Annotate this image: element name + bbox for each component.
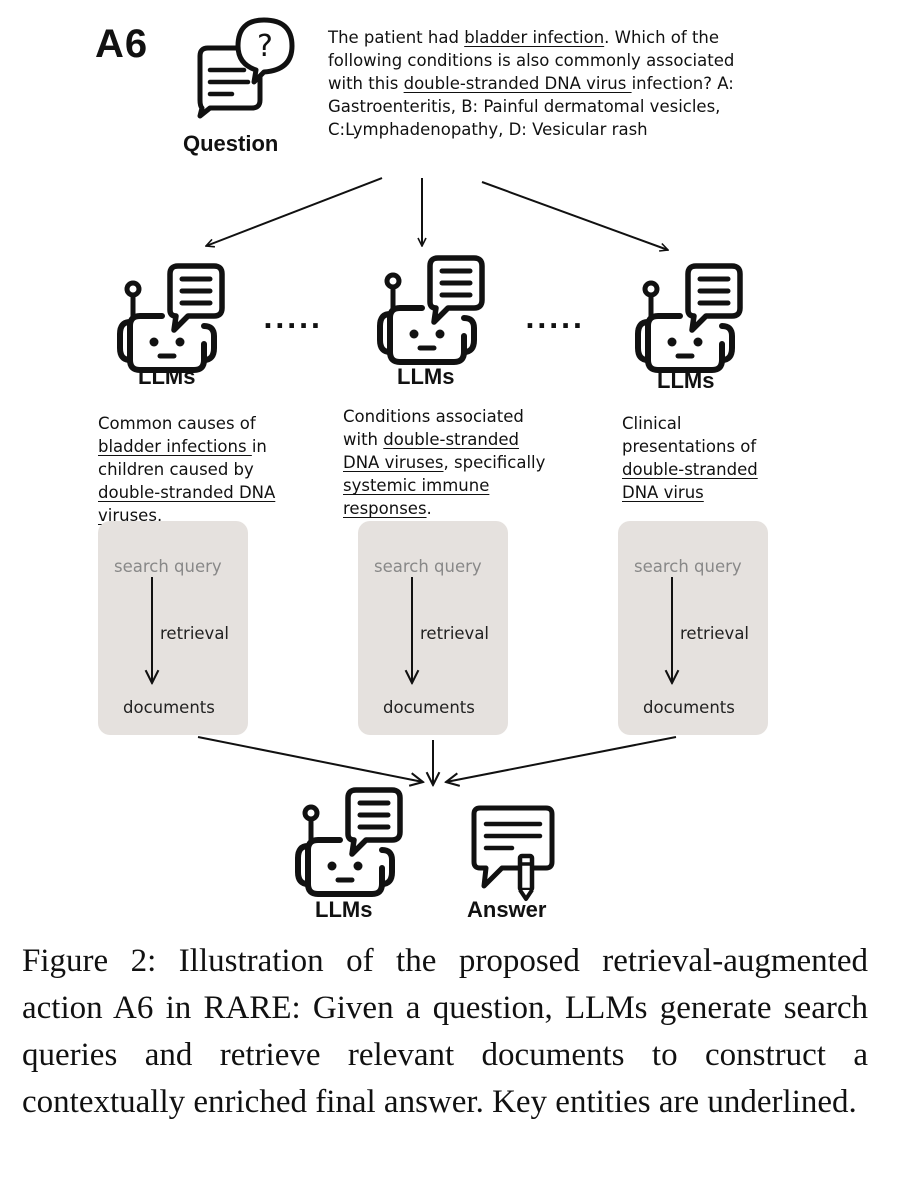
text-segment: . Which of the following conditions is a…	[328, 28, 735, 93]
final-llm-robot-icon	[296, 788, 404, 898]
search-query-label-2: search query	[374, 557, 482, 576]
llm-label-3: LLMs	[657, 368, 715, 393]
text-segment: .	[426, 499, 432, 518]
text-segment: .	[156, 506, 163, 525]
key-entity-underlined: double-stranded DNA viruses	[98, 483, 276, 525]
key-entity-underlined: bladder infections	[98, 437, 252, 456]
question-text: The patient had bladder infection. Which…	[328, 26, 748, 141]
question-label: Question	[183, 131, 279, 156]
llm-label-1: LLMs	[138, 364, 196, 389]
subquery-text-1: Common causes of bladder infections in c…	[98, 412, 313, 527]
key-entity-underlined: bladder infection	[464, 28, 605, 47]
documents-label-2: documents	[383, 698, 475, 717]
retrieval-label-1: retrieval	[160, 624, 230, 643]
key-entity-underlined: double-stranded DNA viruses	[343, 430, 519, 472]
figure-caption: Figure 2: Illustration of the proposed r…	[22, 943, 868, 1120]
question-chat-icon: ?	[197, 17, 295, 119]
answer-label: Answer	[467, 897, 547, 922]
text-segment: The patient had	[328, 28, 465, 47]
retrieval-arrows	[0, 577, 908, 800]
separator-dots-1: .....	[263, 305, 323, 335]
subquery-text-2: Conditions associated with double-strand…	[343, 405, 558, 520]
retrieval-box-2	[358, 521, 508, 735]
key-entity-underlined: double-stranded DNA virus	[622, 460, 758, 502]
retrieval-box-3	[618, 521, 768, 735]
key-entity-underlined: systemic immune responses	[343, 476, 490, 518]
documents-label-1: documents	[123, 698, 215, 717]
llm-label-2: LLMs	[397, 364, 455, 389]
final-llm-label: LLMs	[315, 897, 373, 922]
question-to-agents-arrows	[0, 177, 908, 300]
text-segment: infection? A: Gastroenteritis, B: Painfu…	[328, 74, 734, 139]
retrieval-label-2: retrieval	[420, 624, 490, 643]
svg-text:?: ?	[257, 29, 273, 64]
text-segment: , specifically	[443, 453, 546, 472]
text-segment: in children caused by	[98, 437, 267, 479]
text-segment: Common causes of	[98, 414, 256, 433]
documents-label-3: documents	[643, 698, 735, 717]
arrow-right	[481, 181, 668, 250]
answer-icon	[471, 805, 555, 901]
key-entity-underlined: double-stranded DNA virus	[403, 74, 632, 93]
text-segment: Conditions associated with	[343, 407, 524, 449]
subquery-text-3: Clinical presentations of double-strande…	[622, 412, 792, 504]
text-segment: Clinical presentations of	[622, 414, 757, 456]
action-label: A6	[95, 22, 149, 66]
retrieval-label-3: retrieval	[680, 624, 750, 643]
search-query-label-1: search query	[114, 557, 222, 576]
separator-dots-2: .....	[525, 305, 585, 335]
arrow-left	[206, 177, 383, 246]
search-query-label-3: search query	[634, 557, 742, 576]
retrieval-box-1	[98, 521, 248, 735]
